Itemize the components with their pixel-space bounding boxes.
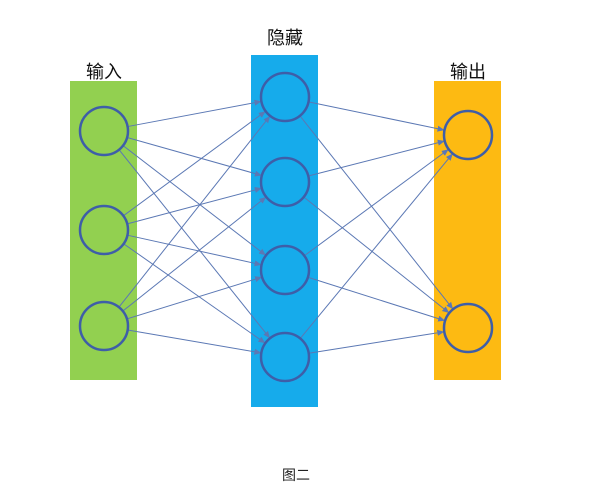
edge-hidden-4-output-2 xyxy=(308,329,445,354)
edge-input-2-hidden-2 xyxy=(127,187,262,225)
edge-input-2-hidden-4 xyxy=(123,243,266,344)
edge-input-3-hidden-4 xyxy=(127,329,262,355)
edge-input-2-hidden-1 xyxy=(123,110,266,217)
edge-hidden-4-output-1 xyxy=(299,153,454,339)
hidden-node-2 xyxy=(259,156,311,208)
edge-hidden-3-output-2 xyxy=(307,276,446,322)
edge-input-3-hidden-3 xyxy=(126,276,263,320)
figure-caption: 图二 xyxy=(282,468,310,484)
edge-input-1-hidden-1 xyxy=(127,99,262,128)
input-node-1 xyxy=(78,105,130,157)
input-node-3 xyxy=(78,300,130,352)
edge-input-1-hidden-3 xyxy=(122,145,267,256)
input-node-2 xyxy=(78,204,130,256)
hidden-layer-label: 隐藏 xyxy=(267,28,303,49)
connection-edges xyxy=(118,99,454,355)
edge-input-3-hidden-2 xyxy=(122,196,267,312)
output-node-2 xyxy=(442,302,494,354)
hidden-node-1 xyxy=(259,71,311,123)
edge-input-2-hidden-3 xyxy=(127,234,262,267)
edge-hidden-1-output-2 xyxy=(299,115,454,310)
edge-input-3-hidden-1 xyxy=(118,115,271,308)
edge-hidden-2-output-1 xyxy=(308,139,445,177)
input-layer-label: 输入 xyxy=(86,62,122,83)
output-layer-label: 输出 xyxy=(450,62,486,83)
edge-input-1-hidden-2 xyxy=(126,137,263,177)
neurons xyxy=(78,71,494,383)
output-node-1 xyxy=(442,109,494,161)
edge-hidden-3-output-1 xyxy=(304,148,449,257)
edge-hidden-1-output-1 xyxy=(308,101,445,132)
edge-input-1-hidden-4 xyxy=(118,149,271,339)
hidden-node-3 xyxy=(259,244,311,296)
hidden-node-4 xyxy=(259,331,311,383)
edge-hidden-2-output-2 xyxy=(303,196,450,314)
